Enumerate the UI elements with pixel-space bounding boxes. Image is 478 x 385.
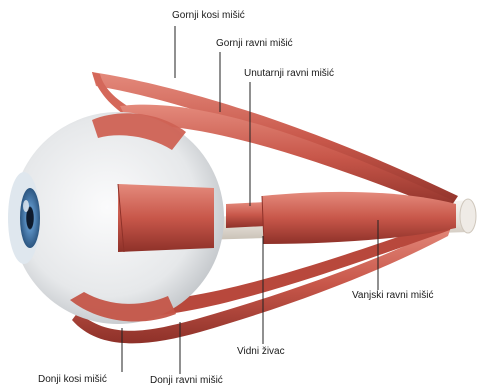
- label-lateral-rectus: Vanjski ravni mišić: [352, 290, 434, 301]
- label-inferior-rectus: Donji ravni mišić: [150, 375, 223, 385]
- label-optic-nerve: Vidni živac: [237, 346, 285, 357]
- medial-rectus-muscle: [226, 202, 266, 228]
- lateral-rectus-front: [118, 184, 214, 252]
- label-inferior-oblique: Donji kosi mišić: [38, 374, 107, 385]
- label-superior-rectus: Gornji ravni mišić: [216, 38, 293, 49]
- cornea: [8, 172, 40, 264]
- label-medial-rectus: Unutarnji ravni mišić: [244, 68, 334, 79]
- label-superior-oblique: Gornji kosi mišić: [172, 10, 245, 21]
